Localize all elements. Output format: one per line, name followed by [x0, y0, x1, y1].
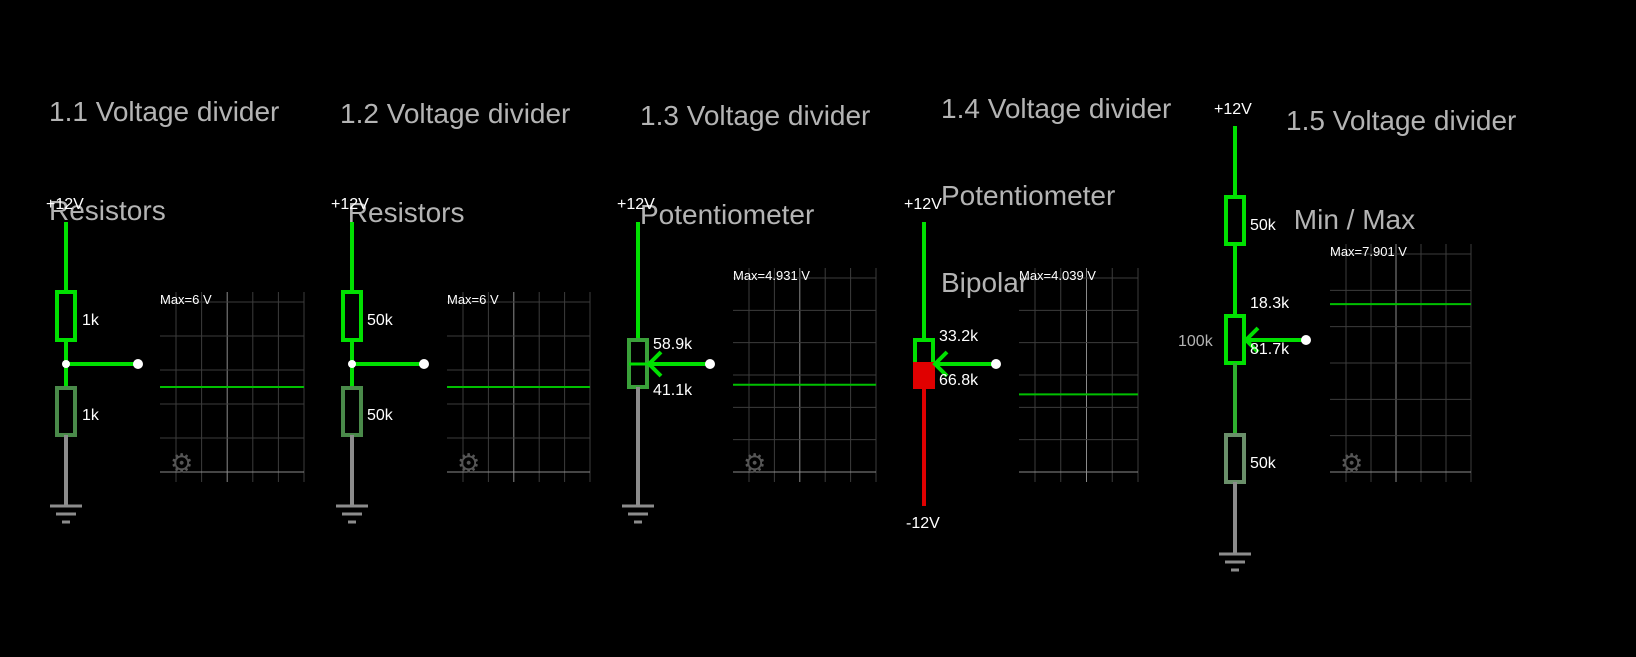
circuit-5-title-line2: Min / Max	[1286, 204, 1416, 235]
ground-symbol	[622, 504, 654, 524]
output-terminal[interactable]	[419, 359, 429, 369]
resistor-bottom-label: 1k	[82, 407, 100, 424]
output-terminal[interactable]	[133, 359, 143, 369]
circuit-5-title: 1.5 Voltage divider Min / Max	[1286, 38, 1516, 269]
resistor-top[interactable]	[55, 290, 77, 342]
scope-max-label: Max=6 V	[160, 292, 212, 307]
supply-label: +12V	[1214, 101, 1252, 118]
ground-symbol	[1219, 552, 1251, 572]
pot-top-label: 33.2k	[939, 328, 979, 345]
scope-1[interactable]: Max=6 V ⚙	[160, 292, 305, 482]
resistor-bottom[interactable]	[341, 386, 363, 437]
circuit-3-title-line2: Potentiometer	[640, 199, 815, 230]
resistor-bottom-label: 50k	[367, 407, 394, 424]
scope-grid	[1330, 244, 1472, 482]
resistor-top-label: 1k	[82, 312, 100, 329]
ground-symbol	[336, 504, 368, 524]
supply-label: +12V	[617, 196, 655, 213]
circuit-2-title-line1: 1.2 Voltage divider	[340, 98, 571, 129]
scope-5[interactable]: Max=7.901 V ⚙	[1330, 244, 1472, 482]
pot-bottom-label: 66.8k	[939, 372, 979, 389]
scope-max-label: Max=6 V	[447, 292, 499, 307]
pot-wiper-arrow[interactable]	[932, 350, 996, 378]
resistor-bottom[interactable]	[55, 386, 77, 437]
gear-icon[interactable]: ⚙	[170, 448, 193, 478]
junction-node	[348, 360, 356, 368]
scope-4[interactable]: Max=4.039 V	[1019, 268, 1139, 482]
scope-3[interactable]: Max=4.931 V ⚙	[733, 268, 877, 482]
output-terminal[interactable]	[991, 359, 1001, 369]
supply-label: +12V	[331, 196, 369, 213]
supply-label: +12V	[46, 196, 84, 213]
circuit-1-title: 1.1 Voltage divider Resistors	[49, 29, 279, 260]
pot-top-label: 58.9k	[653, 336, 693, 353]
scope-grid	[1019, 268, 1139, 482]
resistor-bottom-label: 50k	[1250, 455, 1277, 472]
supply-label: +12V	[904, 196, 942, 213]
junction-node	[62, 360, 70, 368]
circuit-4-title-line3: Bipolar	[941, 267, 1029, 298]
circuit-1: +12V 1k 1k Max=6 V ⚙	[46, 196, 305, 524]
pot-top-label: 18.3k	[1250, 295, 1290, 312]
circuit-1-title-line1: 1.1 Voltage divider	[49, 96, 280, 127]
pot-bottom-label: 81.7k	[1250, 341, 1290, 358]
scope-max-label: Max=7.901 V	[1330, 244, 1407, 259]
circuit-4-title-line1: 1.4 Voltage divider	[941, 93, 1172, 124]
potentiometer-upper[interactable]	[913, 338, 935, 366]
circuit-4: +12V 33.2k 66.8k -12V Max=4.039 V	[904, 196, 1139, 532]
circuit-2-title: 1.2 Voltage divider Resistors	[340, 31, 570, 262]
pot-value-label: 100k	[1178, 333, 1214, 350]
circuit-3-title: 1.3 Voltage divider Potentiometer	[640, 33, 870, 264]
circuit-2-title-line2: Resistors	[340, 197, 465, 228]
circuit-2: +12V 50k 50k Max=6 V ⚙	[331, 196, 591, 524]
resistor-top-label: 50k	[367, 312, 394, 329]
scope-2[interactable]: Max=6 V ⚙	[447, 292, 591, 482]
scope-grid	[733, 268, 877, 482]
circuit-3-title-line1: 1.3 Voltage divider	[640, 100, 871, 131]
pot-bottom-label: 41.1k	[653, 382, 693, 399]
resistor-bottom[interactable]	[1224, 433, 1246, 484]
output-terminal[interactable]	[705, 359, 715, 369]
circuit-4-title: 1.4 Voltage divider Potentiometer Bipola…	[941, 36, 1171, 326]
circuit-5: +12V 50k 100k 18.3k 81.7k 50k Max=7.901 …	[1178, 101, 1472, 572]
circuit-4-title-line2: Potentiometer	[941, 180, 1116, 211]
circuit-1-title-line2: Resistors	[49, 195, 166, 226]
negative-supply-label: -12V	[906, 515, 940, 532]
circuit-3: +12V 58.9k 41.1k Max=4.931 V ⚙	[617, 196, 877, 524]
ground-symbol	[50, 504, 82, 524]
pot-wiper-arrow[interactable]	[1243, 326, 1306, 354]
scope-max-label: Max=4.039 V	[1019, 268, 1096, 283]
output-terminal[interactable]	[1301, 335, 1311, 345]
resistor-top[interactable]	[1224, 195, 1246, 246]
pot-fill-negative	[917, 364, 931, 385]
gear-icon[interactable]: ⚙	[743, 448, 766, 478]
potentiometer[interactable]	[1224, 314, 1246, 365]
resistor-top-label: 50k	[1250, 217, 1277, 234]
gear-icon[interactable]: ⚙	[457, 448, 480, 478]
scope-max-label: Max=4.931 V	[733, 268, 810, 283]
pot-wiper-arrow[interactable]	[646, 350, 710, 378]
gear-icon[interactable]: ⚙	[1340, 448, 1363, 478]
circuit-5-title-line1: 1.5 Voltage divider	[1286, 105, 1517, 136]
resistor-top[interactable]	[341, 290, 363, 342]
